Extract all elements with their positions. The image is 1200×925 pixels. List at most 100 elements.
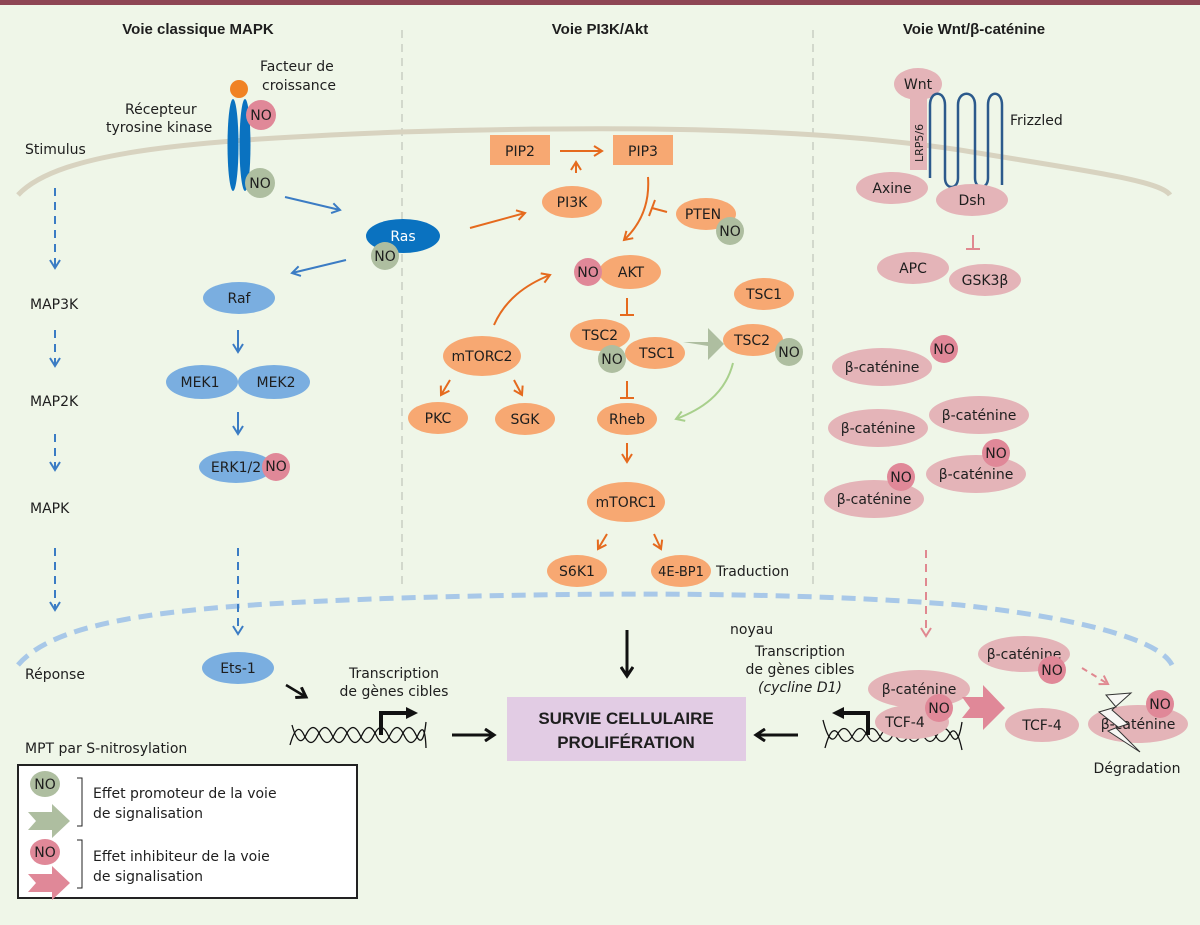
inhibit-line — [620, 298, 634, 316]
label-degradation: Dégradation — [1094, 761, 1181, 777]
promoter-arrow — [842, 711, 870, 735]
label-stimulus: Stimulus — [25, 142, 86, 158]
node-4ebp1: 4E-BP1 — [651, 555, 711, 587]
node-beta-catenin: β-caténine — [868, 670, 970, 708]
label-traduction: Traduction — [715, 564, 789, 580]
svg-text:S6K1: S6K1 — [559, 564, 595, 580]
arrow — [622, 176, 650, 242]
inhibit-line — [648, 199, 668, 217]
svg-text:NO: NO — [1041, 663, 1063, 679]
svg-text:NO: NO — [249, 176, 271, 192]
no-inhibitor-badge: NO — [1038, 656, 1066, 684]
node-beta-catenin: β-caténine — [926, 455, 1026, 493]
no-inhibitor-badge: NO — [982, 439, 1010, 467]
cell-membrane — [16, 126, 1173, 197]
svg-text:MEK2: MEK2 — [256, 375, 295, 391]
node-axine: Axine — [856, 172, 928, 204]
svg-text:Effet promoteur de la voie: Effet promoteur de la voie — [93, 786, 277, 802]
promoter-arrow-head — [406, 707, 418, 719]
label-recepteur: Récepteur — [125, 102, 197, 118]
svg-text:SURVIE CELLULAIRE: SURVIE CELLULAIRE — [538, 709, 713, 728]
svg-text:NO: NO — [1149, 697, 1171, 713]
svg-text:NO: NO — [928, 701, 950, 717]
legend-no-inhibitor — [30, 839, 60, 865]
svg-text:TSC2: TSC2 — [733, 333, 770, 349]
no-promoter-badge: NO — [775, 338, 803, 366]
frizzled-receptor — [928, 92, 1004, 189]
label-reponse: Réponse — [25, 667, 85, 683]
legend-title: MPT par S-nitrosylation — [25, 741, 187, 757]
no-inhibitor-badge: NO — [246, 100, 276, 130]
label-frizzled: Frizzled — [1010, 113, 1063, 129]
nucleus-membrane — [16, 591, 1175, 667]
svg-text:GSK3β: GSK3β — [962, 273, 1009, 289]
svg-text:NO: NO — [374, 249, 396, 265]
node-pip3: PIP3 — [613, 135, 673, 165]
node-dsh: Dsh — [936, 184, 1008, 216]
svg-text:Rheb: Rheb — [609, 412, 645, 428]
svg-text:Effet inhibiteur de la voie: Effet inhibiteur de la voie — [93, 849, 270, 865]
svg-text:PROLIFÉRATION: PROLIFÉRATION — [557, 733, 695, 752]
label-genes-cibles-right: de gènes cibles — [746, 662, 855, 678]
svg-text:PI3K: PI3K — [557, 195, 588, 211]
no-inhibitor-badge: NO — [262, 453, 290, 481]
node-beta-catenin: β-caténine — [828, 409, 928, 447]
svg-text:ERK1/2: ERK1/2 — [211, 460, 261, 476]
node-pkc: PKC — [408, 402, 468, 434]
label-transcription-right: Transcription — [754, 644, 845, 660]
node-mek2: MEK2 — [238, 365, 310, 399]
svg-text:APC: APC — [899, 261, 927, 277]
label-croissance: croissance — [262, 78, 336, 94]
svg-text:mTORC1: mTORC1 — [596, 495, 657, 511]
svg-text:NO: NO — [985, 446, 1007, 462]
svg-text:β-caténine: β-caténine — [987, 647, 1062, 663]
node-gsk3b: GSK3β — [949, 264, 1021, 296]
title-mapk: Voie classique MAPK — [122, 21, 274, 38]
svg-text:MEK1: MEK1 — [180, 375, 219, 391]
outcome-box: SURVIE CELLULAIRE PROLIFÉRATION — [507, 697, 746, 761]
arrow — [285, 683, 306, 697]
label-map2k: MAP2K — [30, 394, 79, 410]
label-mapk: MAPK — [30, 501, 70, 517]
node-akt: AKT — [599, 255, 661, 289]
node-tsc1-free: TSC1 — [734, 278, 794, 310]
node-tsc2: TSC2 — [570, 319, 630, 351]
label-cycline: (cycline D1) — [758, 680, 842, 696]
svg-text:Axine: Axine — [872, 181, 911, 197]
svg-text:Wnt: Wnt — [904, 77, 933, 93]
node-ets1: Ets-1 — [202, 652, 274, 684]
inhibit-line — [620, 381, 634, 399]
svg-text:NO: NO — [34, 845, 56, 861]
arrow — [493, 272, 552, 326]
no-inhibitor-badge: NO — [1146, 690, 1174, 718]
svg-text:NO: NO — [719, 224, 741, 240]
receptor-chain — [227, 99, 239, 191]
svg-text:SGK: SGK — [511, 412, 541, 428]
node-erk: ERK1/2 — [199, 451, 273, 483]
node-tsc2-free: TSC2 — [723, 324, 783, 356]
svg-text:Raf: Raf — [228, 291, 252, 307]
node-tcf4-free: TCF-4 — [1005, 708, 1079, 742]
node-pip2: PIP2 — [490, 135, 550, 165]
svg-text:PIP2: PIP2 — [505, 144, 535, 160]
node-raf: Raf — [203, 282, 275, 314]
title-pi3k: Voie PI3K/Akt — [552, 21, 648, 38]
promoter-arrow — [379, 711, 408, 735]
svg-text:Ets-1: Ets-1 — [220, 661, 256, 677]
label-tyrosine-kinase: tyrosine kinase — [106, 120, 212, 136]
label-genes-cibles: de gènes cibles — [340, 684, 449, 700]
svg-text:TSC1: TSC1 — [638, 346, 675, 362]
legend-arrow-promoter — [28, 804, 70, 838]
svg-text:TSC1: TSC1 — [745, 287, 782, 303]
arrow — [469, 209, 527, 229]
svg-text:de signalisation: de signalisation — [93, 806, 203, 822]
no-promoter-badge: NO — [245, 168, 275, 198]
node-s6k1: S6K1 — [547, 555, 607, 587]
label-noyau: noyau — [730, 622, 773, 638]
arrow — [513, 379, 524, 397]
svg-text:Dsh: Dsh — [959, 193, 986, 209]
svg-text:β-caténine: β-caténine — [882, 682, 957, 698]
svg-text:NO: NO — [778, 345, 800, 361]
node-wnt: Wnt — [894, 68, 942, 100]
svg-text:AKT: AKT — [618, 265, 645, 281]
